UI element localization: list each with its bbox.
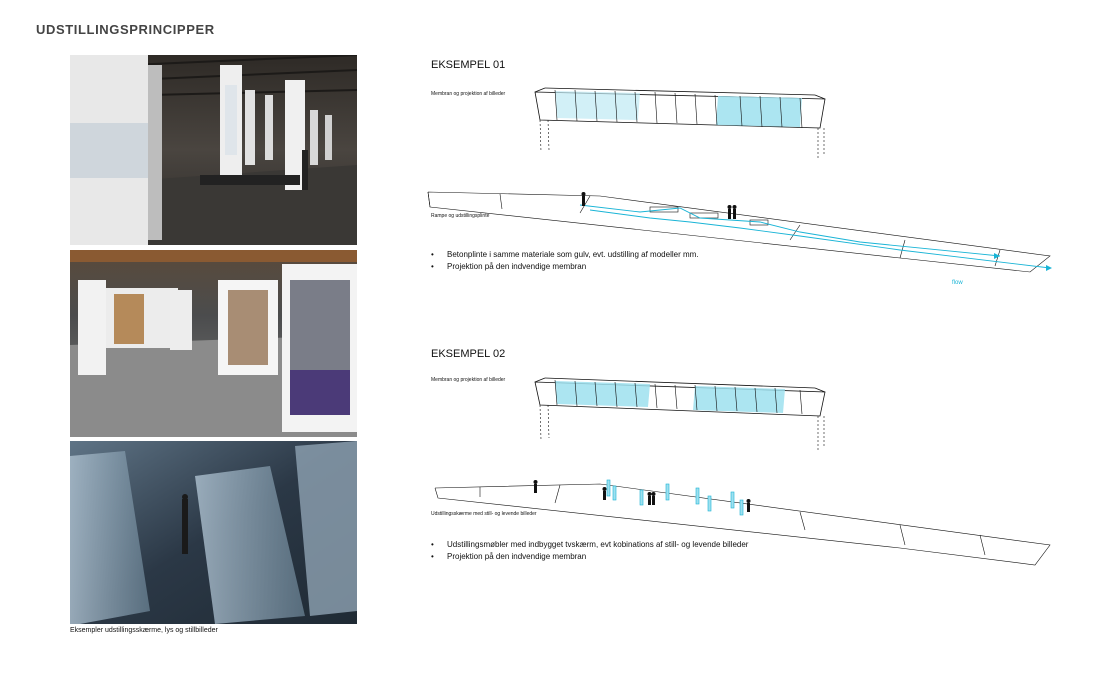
example-02-screens-label: Udstillingsskærme med still- og levende … [431, 511, 537, 517]
exhibition-photo-hall [70, 55, 357, 245]
example-01-ramp-label: Rampe og udstillingsplinte [431, 213, 490, 219]
example-01-title: EKSEMPEL 01 [431, 59, 506, 71]
example-01-bullets: Betonplinte i samme materiale som gulv, … [431, 249, 699, 273]
photo-caption: Eksempler udstillingsskærme, lys og stil… [70, 627, 218, 634]
exhibition-photo-lightboxes [70, 250, 357, 437]
example-02-bullets: Udstillingsmøbler med indbygget tvskærm,… [431, 539, 748, 563]
example-02-title: EKSEMPEL 02 [431, 348, 506, 360]
exhibition-photo-glass-screens [70, 441, 357, 624]
example-02-bullet: Projektion på den indvendige membran [431, 551, 748, 563]
example-01-membrane-label: Membran og projektion af billeder [431, 91, 506, 97]
example-02-membrane-label: Membran og projektion af billeder [431, 377, 506, 383]
page-title: UDSTILLINGSPRINCIPPER [36, 22, 215, 37]
example-01-bullet: Projektion på den indvendige membran [431, 261, 699, 273]
example-02-bullet: Udstillingsmøbler med indbygget tvskærm,… [431, 539, 748, 551]
flow-label: flow [952, 280, 963, 286]
example-01-bullet: Betonplinte i samme materiale som gulv, … [431, 249, 699, 261]
